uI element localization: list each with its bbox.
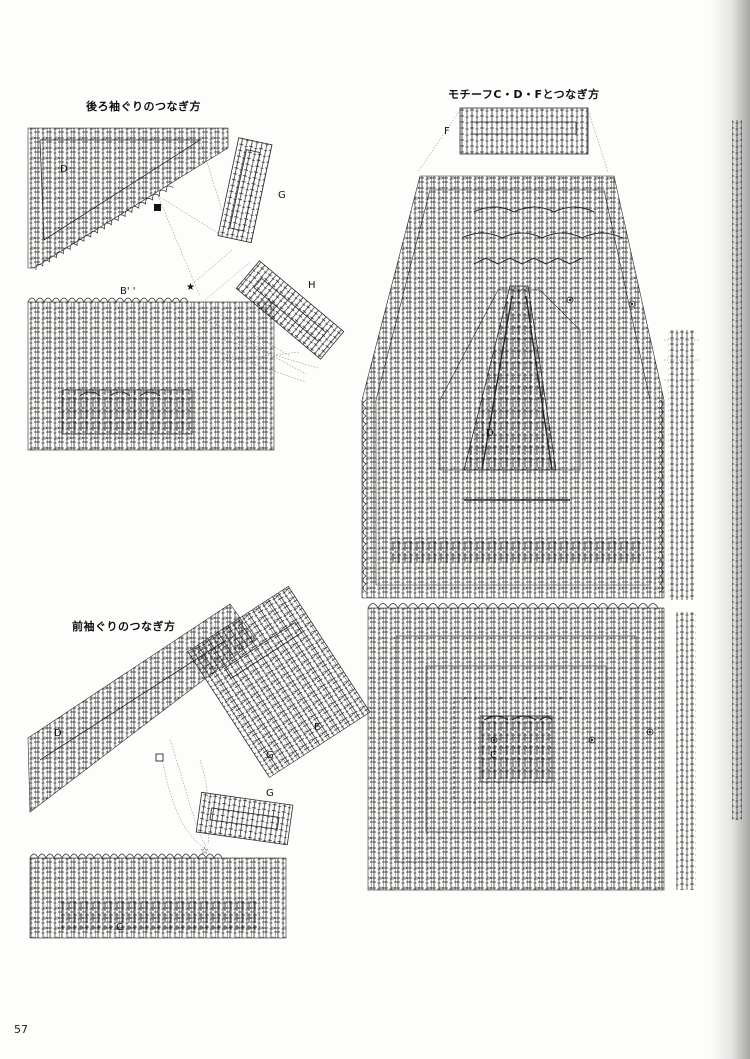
page-number: 57 — [14, 1023, 28, 1036]
label-e-front: E — [314, 722, 320, 733]
back-armhole-group: ★ D G H B' ' — [27, 127, 345, 451]
motif-c-front — [29, 853, 287, 939]
open-square-marker — [155, 753, 164, 762]
motif-h-back — [235, 260, 345, 360]
page-gutter-shadow — [710, 0, 750, 1059]
joining-guide-lines-front — [161, 739, 210, 849]
motif-d-back — [27, 127, 229, 271]
motif-b-back — [27, 297, 275, 451]
label-d-front: D — [54, 728, 62, 739]
label-b-back: B' ' — [120, 286, 136, 297]
label-c-front: C — [116, 922, 123, 933]
motif-d-right — [361, 175, 665, 599]
open-star-marker: ☆ — [200, 846, 209, 857]
motif-c-right — [367, 603, 665, 891]
motif-f — [417, 107, 609, 173]
joining-guide-lines-back — [157, 139, 319, 383]
motif-e-front — [187, 585, 371, 778]
label-f: F — [444, 126, 450, 137]
front-armhole-title: 前袖ぐりのつなぎ方 — [72, 620, 176, 633]
label-g-front-1: G — [266, 750, 274, 761]
label-d-right: D — [486, 428, 494, 439]
label-d-back: D — [60, 164, 68, 175]
motif-g-front — [195, 791, 294, 846]
front-armhole-group: ☆ D G G E C — [27, 585, 371, 939]
label-g-back: G — [278, 190, 286, 201]
motif-join-title: モチーフC・D・Fとつなぎ方 — [448, 88, 600, 101]
filled-square-marker — [154, 204, 161, 211]
filled-star-marker: ★ — [186, 282, 195, 293]
label-c-right: C — [490, 750, 497, 761]
label-g-front-2: G — [266, 788, 274, 799]
label-h-back: H — [308, 280, 316, 291]
back-armhole-title: 後ろ袖ぐりのつなぎ方 — [86, 100, 201, 113]
neighbor-motif-edge — [664, 120, 742, 890]
motif-join-group: F D C — [361, 107, 742, 891]
motif-g-back — [217, 137, 273, 244]
